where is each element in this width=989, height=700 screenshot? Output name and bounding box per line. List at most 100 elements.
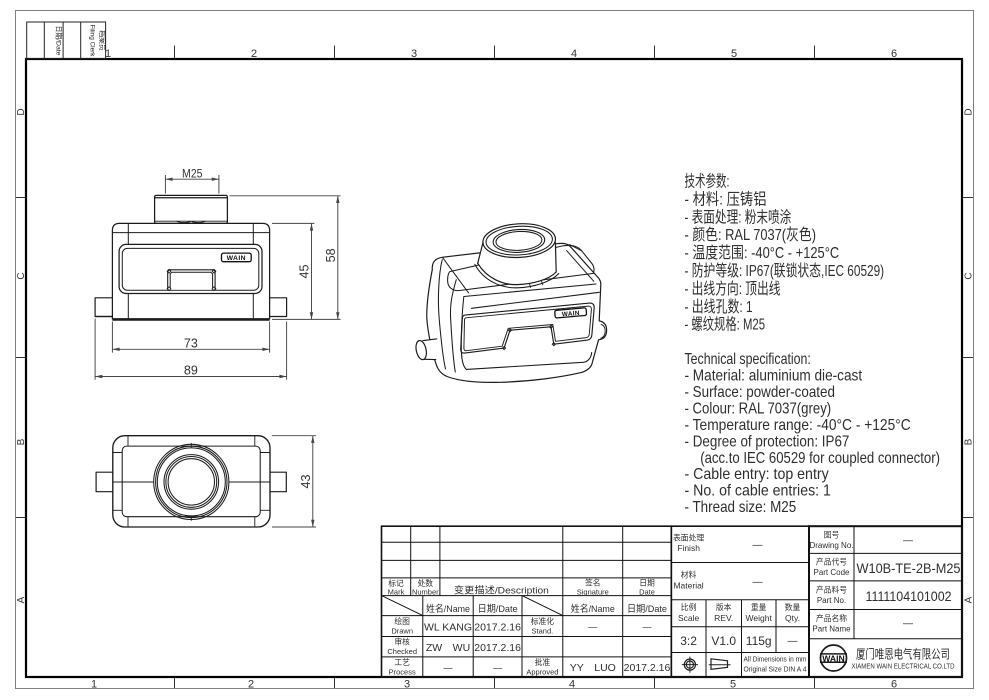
svg-text:日期/Date: 日期/Date [478,604,518,615]
svg-text:43: 43 [298,475,313,489]
svg-text:2: 2 [248,679,254,691]
svg-text:- 出线方向: 顶出线: - 出线方向: 顶出线 [685,280,781,298]
svg-text:5: 5 [730,679,736,691]
svg-text:重量: 重量 [751,602,767,612]
svg-text:C: C [16,272,27,279]
svg-text:日期/Date: 日期/Date [627,604,667,615]
svg-text:89: 89 [184,363,198,378]
svg-text:All Dimensions in mm: All Dimensions in mm [744,655,807,664]
svg-text:审核: 审核 [394,637,410,647]
svg-text:姓名/Name: 姓名/Name [571,603,615,615]
svg-text:工艺: 工艺 [394,658,410,667]
svg-text:Approved: Approved [526,668,558,677]
svg-text:Filing Clerk: Filing Clerk [89,25,96,58]
svg-text:产品代号: 产品代号 [816,557,847,567]
svg-text:—: — [903,619,913,630]
svg-text:2017.2.16: 2017.2.16 [474,622,521,634]
svg-text:—: — [444,663,453,673]
svg-text:Qty.: Qty. [785,613,800,623]
svg-text:5: 5 [731,48,737,60]
svg-text:- 表面处理: 粉末喷涂: - 表面处理: 粉末喷涂 [685,208,792,226]
svg-text:日期: 日期 [639,579,655,588]
svg-text:Original Size DIN A 4: Original Size DIN A 4 [744,665,807,674]
svg-text:绘图: 绘图 [394,616,410,626]
svg-text:XIAMEN WAIN ELECTRICAL CO.LTD: XIAMEN WAIN ELECTRICAL CO.LTD [852,663,955,670]
svg-text:6: 6 [891,679,897,691]
svg-text:3:2: 3:2 [680,634,697,648]
svg-text:变更描述/Description: 变更描述/Description [454,585,549,597]
svg-text:数量: 数量 [785,602,801,612]
svg-text:Drawn: Drawn [391,627,413,636]
svg-text:- Surface: powder-coated: - Surface: powder-coated [685,384,835,401]
svg-text:- Temperature range: -40°C - +: - Temperature range: -40°C - +125°C [685,417,911,434]
svg-text:- 出线孔数: 1: - 出线孔数: 1 [685,298,753,316]
svg-text:1: 1 [91,679,97,691]
svg-text:3: 3 [404,679,410,691]
svg-text:2017.2.16: 2017.2.16 [474,642,521,654]
svg-text:—: — [788,636,798,647]
svg-text:M25: M25 [182,166,203,180]
svg-text:姓名/Name: 姓名/Name [426,603,470,615]
svg-text:材料: 材料 [681,570,697,580]
svg-text:73: 73 [184,335,198,350]
svg-text:B: B [964,438,975,445]
svg-text:2017.2.16: 2017.2.16 [624,662,671,674]
svg-text:Part No.: Part No. [817,596,846,605]
svg-text:标准化: 标准化 [531,616,555,626]
svg-text:—: — [493,663,502,673]
svg-text:处数: 处数 [418,578,434,588]
svg-text:- No. of cable entries: 1: - No. of cable entries: 1 [685,483,831,500]
svg-text:WAIN: WAIN [562,310,581,319]
svg-text:(acc.to IEC 60529 for coupled: (acc.to IEC 60529 for coupled connector) [700,450,940,467]
svg-text:Technical specification:: Technical specification: [685,351,811,368]
svg-text:A: A [16,596,27,603]
svg-text:—: — [753,577,763,588]
svg-text:—: — [903,536,913,547]
svg-text:C: C [964,272,975,279]
svg-text:115g: 115g [746,634,772,648]
svg-text:Number: Number [412,588,439,597]
svg-text:- 螺纹规格: M25: - 螺纹规格: M25 [685,316,766,334]
svg-text:4: 4 [571,48,577,60]
svg-text:Finish: Finish [677,543,700,553]
svg-text:批准: 批准 [535,657,551,667]
svg-text:B: B [16,438,27,445]
svg-text:Date: Date [639,588,655,597]
svg-text:Drawing No.: Drawing No. [809,541,853,550]
svg-text:版本: 版本 [716,602,732,612]
svg-text:WL KANG: WL KANG [424,622,472,634]
svg-text:1111104101002: 1111104101002 [866,589,952,604]
svg-text:1: 1 [105,48,111,60]
svg-text:2: 2 [251,48,257,60]
svg-text:W10B-TE-2B-M25: W10B-TE-2B-M25 [857,561,961,576]
svg-text:- 温度范围: -40°C - +125°C: - 温度范围: -40°C - +125°C [685,244,840,262]
svg-text:—: — [643,622,652,632]
svg-text:WAIN: WAIN [822,653,844,663]
svg-text:- Material: aluminium die-cast: - Material: aluminium die-cast [685,368,863,385]
svg-text:Material: Material [673,581,703,591]
svg-text:日期/Date: 日期/Date [55,26,63,56]
svg-text:Stand.: Stand. [532,627,554,636]
svg-text:ZW WU: ZW WU [426,642,470,654]
svg-text:Process: Process [389,668,416,677]
svg-text:Checked: Checked [387,647,417,656]
svg-text:产品名称: 产品名称 [816,613,847,623]
svg-text:- 防护等级: IP67(联锁状态,IEC 60529): - 防护等级: IP67(联锁状态,IEC 60529) [685,262,885,280]
svg-text:Part Code: Part Code [813,568,850,577]
svg-text:比例: 比例 [681,602,697,612]
svg-text:A: A [964,596,975,603]
svg-text:58: 58 [323,248,338,262]
svg-text:标记: 标记 [388,578,404,588]
svg-text:Scale: Scale [678,613,700,623]
svg-text:YY LUO: YY LUO [570,662,616,674]
svg-text:D: D [964,108,975,115]
svg-text:- Cable entry: top entry: - Cable entry: top entry [685,466,829,483]
svg-text:表面处理: 表面处理 [673,533,704,543]
svg-text:- Colour: RAL 7037(grey): - Colour: RAL 7037(grey) [685,400,832,417]
svg-text:D: D [16,108,27,115]
svg-text:—: — [753,540,763,551]
svg-text:WAIN: WAIN [227,255,246,262]
svg-text:REV.: REV. [714,613,733,623]
svg-text:Signature: Signature [577,588,609,597]
svg-text:Part Name: Part Name [812,625,851,634]
